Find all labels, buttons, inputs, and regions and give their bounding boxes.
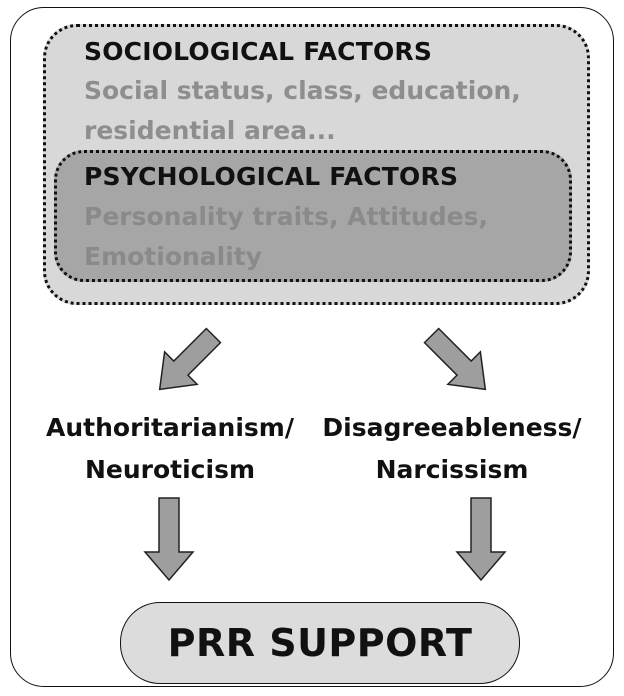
sociological-line-2: residential area... [84,116,336,145]
arrow-to-disagreeableness [423,327,487,391]
psychological-line-2: Emotionality [84,242,263,271]
psychological-factors-title: PSYCHOLOGICAL FACTORS [84,162,459,191]
left-path-line-1: Authoritarianism/ [46,413,294,442]
prr-support-label: PRR SUPPORT [167,621,473,665]
right-path-line-1: Disagreeableness/ [322,413,582,442]
left-path-line-2: Neuroticism [84,455,256,484]
disagreeableness-narcissism-label: Disagreeableness/ Narcissism [312,407,592,491]
arrow-to-authoritarianism [158,327,222,391]
authoritarianism-neuroticism-label: Authoritarianism/ Neuroticism [30,407,310,491]
arrow-left-to-outcome [143,497,195,582]
psychological-line-1: Personality traits, Attitudes, [84,202,488,231]
sociological-factors-description: Social status, class, education, residen… [84,71,521,151]
prr-support-box: PRR SUPPORT [120,602,520,684]
arrow-right-to-outcome [455,497,507,582]
psychological-factors-box [54,150,572,282]
sociological-factors-title: SOCIOLOGICAL FACTORS [84,37,433,66]
psychological-factors-description: Personality traits, Attitudes, Emotional… [84,197,488,277]
right-path-line-2: Narcissism [375,455,529,484]
sociological-line-1: Social status, class, education, [84,76,521,105]
